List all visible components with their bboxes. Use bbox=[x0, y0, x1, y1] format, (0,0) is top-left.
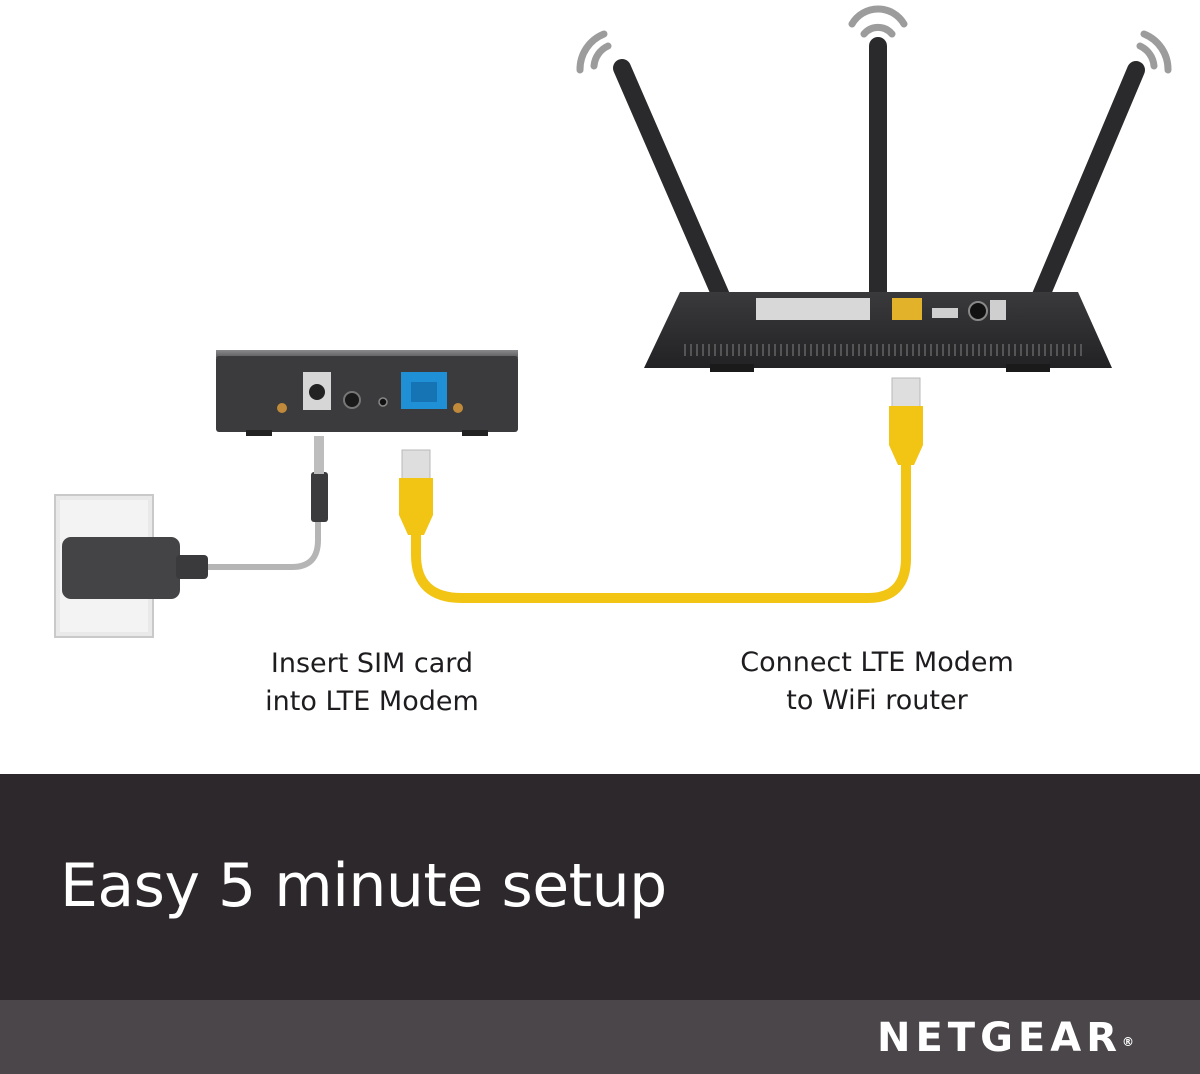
setup-illustration bbox=[54, 5, 1172, 638]
caption-insert-sim: Insert SIM card into LTE Modem bbox=[232, 645, 512, 721]
brand-name: NETGEAR bbox=[877, 1015, 1122, 1061]
caption-line: Connect LTE Modem bbox=[740, 647, 1014, 678]
registered-mark: ® bbox=[1122, 1035, 1134, 1049]
headline: Easy 5 minute setup bbox=[60, 851, 667, 921]
power-adapter bbox=[62, 436, 328, 599]
headline-band bbox=[0, 774, 1200, 1000]
caption-connect-router: Connect LTE Modem to WiFi router bbox=[712, 644, 1042, 720]
brand-band bbox=[0, 1000, 1200, 1074]
lte-modem bbox=[216, 350, 518, 436]
setup-diagram bbox=[54, 5, 1172, 638]
wifi-router bbox=[613, 37, 1145, 372]
ethernet-cable bbox=[399, 377, 923, 603]
brand-logo: NETGEAR® bbox=[877, 1014, 1134, 1062]
caption-line: Insert SIM card bbox=[270, 648, 474, 679]
wifi-signal-icon bbox=[576, 5, 1172, 74]
caption-line: to WiFi router bbox=[786, 685, 968, 716]
caption-line: into LTE Modem bbox=[265, 686, 479, 717]
